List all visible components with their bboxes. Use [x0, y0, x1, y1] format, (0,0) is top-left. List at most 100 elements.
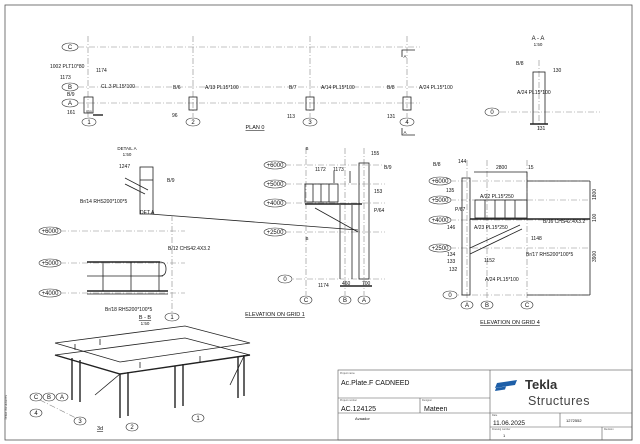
grid-label: 4 [34, 411, 38, 417]
client: Avaador [355, 416, 370, 421]
grid-col-label: 4 [405, 120, 409, 126]
drawing-number: 1 [503, 433, 506, 438]
level-label: 0 [283, 277, 287, 283]
part-tag: 113 [287, 114, 295, 120]
section-scale: 1:50 [534, 42, 543, 47]
part-tag: A/24 PL15*100 [517, 90, 551, 96]
part-tag: B/9 [384, 165, 392, 171]
grid-label: 1 [196, 416, 200, 422]
part-tag: 131 [387, 114, 396, 120]
dimension-label: 3900 [592, 251, 598, 262]
dimension-label: 1800 [592, 189, 598, 200]
grid-col-label: 3 [308, 120, 312, 126]
grid-label: C [34, 395, 39, 401]
dimension-label: 2800 [496, 165, 507, 171]
drawing-code: 1272552 [566, 418, 582, 423]
section-bb: +6000 +5000 +4000 1 B/12 CHS42.4X3.2 Br/… [38, 215, 210, 326]
part-tag: 132 [449, 267, 458, 273]
level-label: +2500 [267, 230, 285, 236]
part-tag: 1174 [318, 283, 329, 289]
grid-col-label: B [485, 303, 489, 309]
section-mark: B [305, 146, 308, 151]
section-title: B - B [139, 315, 152, 321]
part-tag: 1247 [119, 164, 130, 170]
part-tag: Br/17 RHS200*100*5 [526, 252, 573, 258]
dimension-label: 700 [362, 281, 371, 287]
level-label: +6000 [267, 163, 285, 169]
part-tag: A/14 PL15*100 [321, 85, 355, 91]
designer-label: Designer [422, 399, 432, 402]
part-tag: 1173 [333, 167, 344, 173]
part-tag: P/64 [374, 208, 385, 214]
detail-a: DETAIL A 1:50 1247 B/9 Br/14 RHS200*100*… [80, 146, 359, 231]
section-mark: A [403, 54, 406, 59]
tekla-logo: Tekla Structures [495, 377, 590, 408]
dimension-label: 100 [592, 213, 598, 222]
part-tag: 130 [553, 68, 562, 74]
grid-col-label: 2 [191, 120, 195, 126]
section-title: A - A [532, 36, 545, 42]
part-tag: 1174 [96, 68, 107, 74]
part-tag: A/22 PL15*250 [480, 194, 514, 200]
part-tag: A/13 PL15*100 [205, 85, 239, 91]
level-label: +5000 [267, 182, 285, 188]
part-tag: 146 [447, 225, 456, 231]
part-tag: 133 [447, 259, 456, 265]
sheet-border [4, 4, 633, 441]
logo-text-tekla: Tekla [525, 377, 558, 392]
part-tag: B/8 [433, 162, 441, 168]
elevation-title: ELEVATION ON GRID 4 [480, 320, 540, 326]
part-tag: B/8 [516, 61, 524, 67]
part-tag: 144 [458, 159, 467, 165]
part-tag: 1148 [531, 236, 542, 242]
project-number-label: Project number [340, 399, 357, 402]
dimension-label: 500 [86, 110, 92, 114]
grid-col-label: 1 [170, 315, 174, 321]
dimension-label: 15 [528, 165, 534, 171]
level-label: +4000 [432, 218, 450, 224]
part-tag: Br/14 RHS200*100*5 [80, 199, 127, 205]
grid-col-label: 1 [87, 120, 91, 126]
part-tag: B/8 [387, 85, 395, 91]
part-tag: 153 [374, 189, 383, 195]
level-label: +2500 [432, 246, 450, 252]
grid-col-label: C [525, 303, 530, 309]
elevation-title: ELEVATION ON GRID 1 [245, 312, 305, 318]
level-label: +6000 [432, 179, 450, 185]
plan-title: PLAN 0 [246, 125, 265, 131]
plan-view: C B A 1 2 3 4 A A 1002 PLT10*80 1174 117… [50, 36, 453, 136]
grid-level-label: 0 [490, 110, 494, 116]
grid-row-label: A [68, 101, 72, 107]
detail-ref: DET A [140, 210, 155, 216]
part-tag: B/9 [67, 92, 75, 98]
project-number: AC.124125 [341, 406, 376, 413]
project-name: Ac.Plate.F CADNEED [341, 380, 409, 387]
part-tag: 155 [371, 151, 380, 157]
level-label: +6000 [42, 229, 60, 235]
part-tag: 96 [172, 113, 178, 119]
project-name-label: Project name [340, 372, 355, 375]
part-tag: A/24 PL15*100 [485, 277, 519, 283]
part-tag: 134 [447, 252, 456, 258]
part-tag: 161 [67, 110, 76, 116]
section-mark: A [403, 130, 406, 135]
logo-text-structures: Structures [528, 394, 590, 408]
side-text: Tekla Structures [4, 395, 8, 420]
revision-label: Revision [604, 428, 614, 431]
part-tag: B/7 [289, 85, 297, 91]
grid-row-label: B [68, 85, 72, 91]
part-tag: B/9 [167, 178, 175, 184]
level-label: +5000 [42, 261, 60, 267]
level-label: +4000 [42, 291, 60, 297]
grid-label: B [47, 395, 51, 401]
3d-view: C B A 4 3 2 1 3d [29, 325, 251, 432]
3d-view-title: 3d [97, 426, 103, 432]
grid-col-label: B [343, 298, 347, 304]
section-mark: B [305, 236, 308, 241]
level-label: 0 [448, 293, 452, 299]
part-tag: A/23 PL15*250 [474, 225, 508, 231]
date-label: Date [492, 414, 498, 417]
part-tag: P/67 [455, 207, 466, 213]
part-tag: A/24 PL15*100 [419, 85, 453, 91]
